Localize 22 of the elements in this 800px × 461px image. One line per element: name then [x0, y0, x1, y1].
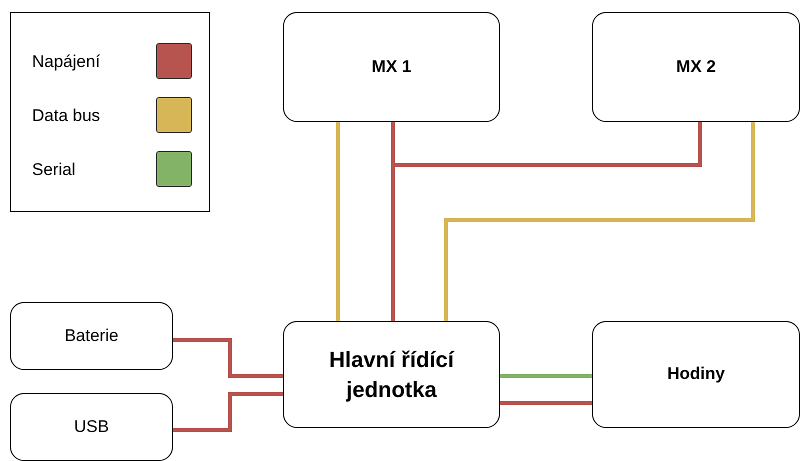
node-label: USB: [74, 416, 109, 438]
process-box: [10, 393, 173, 461]
process-box: [592, 321, 800, 428]
node-label: MX 1: [372, 56, 412, 78]
connector-line: [391, 122, 702, 321]
connector-line: [500, 401, 592, 405]
connector-line: [444, 122, 755, 321]
legend-label: Serial: [32, 160, 76, 180]
connector-line: [173, 392, 283, 432]
node-label: Hodiny: [667, 363, 725, 386]
legend-label: Napájení: [32, 52, 100, 72]
node-label: Hlavní řídící jednotka: [328, 346, 456, 404]
process-box: [10, 302, 173, 370]
connector-line: [336, 122, 340, 321]
node-label: MX 2: [676, 56, 716, 78]
connector-line: [500, 374, 592, 378]
process-box: [283, 321, 500, 428]
connector-line: [173, 338, 283, 378]
node-label: Baterie: [64, 324, 118, 347]
process-box: [592, 12, 800, 122]
legend-label: Data bus: [32, 106, 100, 126]
process-box: [283, 12, 500, 122]
